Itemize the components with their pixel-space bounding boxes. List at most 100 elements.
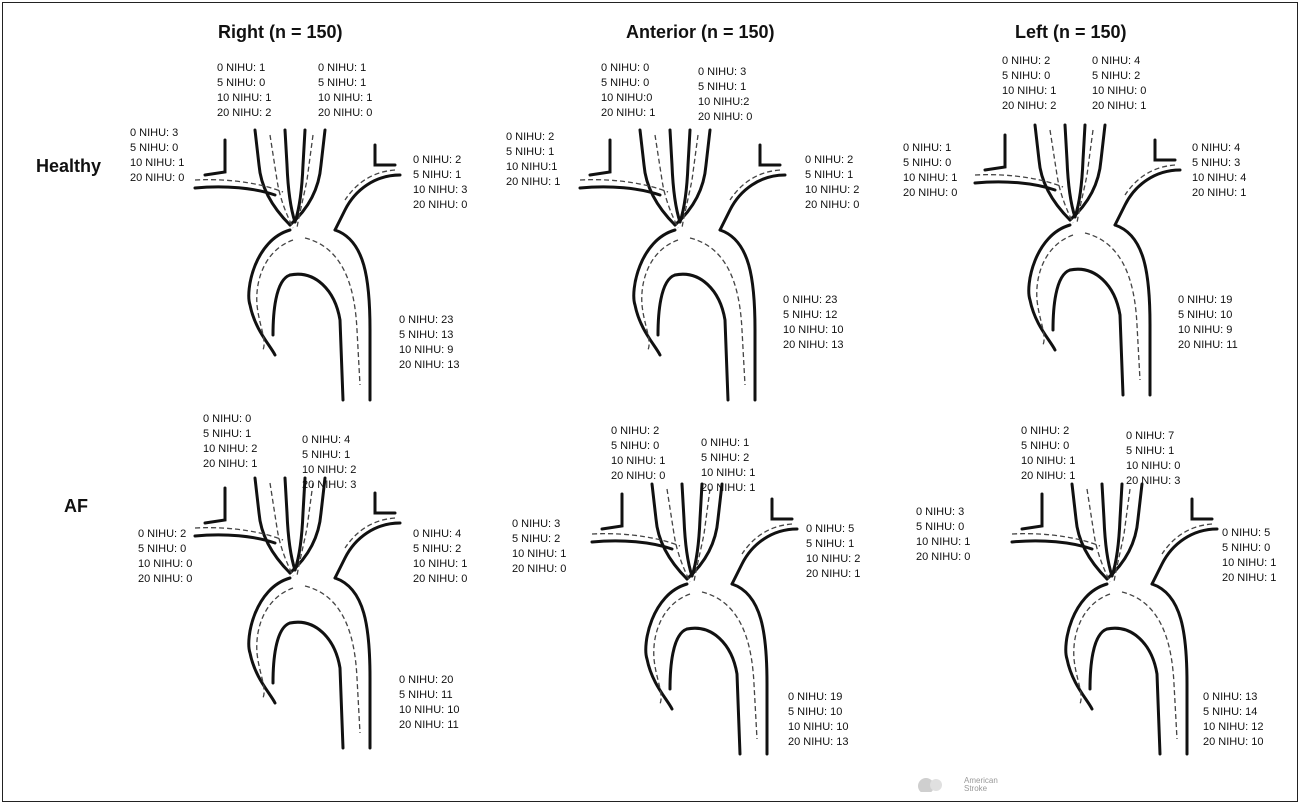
nihu-label-healthy-right-l: 0 NIHU: 35 NIHU: 010 NIHU: 120 NIHU: 0 xyxy=(130,126,184,186)
nihu-count-line: 0 NIHU: 4 xyxy=(413,527,467,542)
nihu-count-line: 10 NIHU: 2 xyxy=(805,183,859,198)
vessel-centerline xyxy=(345,170,395,200)
nihu-count-line: 0 NIHU: 2 xyxy=(138,527,192,542)
vessel-wall xyxy=(375,493,395,513)
nihu-count-line: 10 NIHU: 1 xyxy=(413,557,467,572)
nihu-count-line: 20 NIHU: 1 xyxy=(1092,99,1146,114)
vessel-wall xyxy=(1066,584,1107,709)
column-title-left: Left (n = 150) xyxy=(1015,22,1127,43)
vessel-wall xyxy=(285,478,295,570)
nihu-label-healthy-left-r: 0 NIHU: 45 NIHU: 310 NIHU: 420 NIHU: 1 xyxy=(1192,141,1246,201)
vessel-wall xyxy=(273,275,290,335)
nihu-label-af-left-d: 0 NIHU: 135 NIHU: 1410 NIHU: 1220 NIHU: … xyxy=(1203,690,1264,750)
nihu-label-af-anterior-rt: 0 NIHU: 15 NIHU: 210 NIHU: 120 NIHU: 1 xyxy=(701,436,755,496)
vessel-centerline xyxy=(257,240,293,350)
vessel-wall xyxy=(249,230,290,355)
vessel-wall xyxy=(602,494,622,529)
nihu-label-healthy-anterior-rt: 0 NIHU: 35 NIHU: 110 NIHU:220 NIHU: 0 xyxy=(698,65,752,125)
nihu-count-line: 5 NIHU: 1 xyxy=(302,448,356,463)
nihu-count-line: 5 NIHU: 1 xyxy=(806,537,860,552)
vessel-wall xyxy=(760,145,780,165)
nihu-count-line: 0 NIHU: 3 xyxy=(512,517,566,532)
vessel-wall xyxy=(985,135,1005,170)
nihu-count-line: 5 NIHU: 14 xyxy=(1203,705,1264,720)
vessel-wall xyxy=(273,623,290,683)
vessel-wall xyxy=(658,275,675,335)
vessel-wall xyxy=(1155,140,1175,160)
nihu-count-line: 10 NIHU: 1 xyxy=(1002,84,1056,99)
nihu-count-line: 20 NIHU: 0 xyxy=(318,106,372,121)
vessel-centerline xyxy=(742,524,792,554)
row-title-healthy: Healthy xyxy=(36,156,101,177)
vessel-wall xyxy=(335,523,400,578)
nihu-count-line: 0 NIHU: 23 xyxy=(399,313,460,328)
nihu-count-line: 5 NIHU: 0 xyxy=(138,542,192,557)
vessel-wall xyxy=(249,578,290,703)
nihu-count-line: 0 NIHU: 20 xyxy=(399,673,460,688)
nihu-count-line: 10 NIHU: 10 xyxy=(783,323,844,338)
nihu-count-line: 10 NIHU: 0 xyxy=(1126,459,1180,474)
nihu-count-line: 10 NIHU: 10 xyxy=(399,703,460,718)
nihu-count-line: 0 NIHU: 2 xyxy=(1002,54,1056,69)
nihu-count-line: 20 NIHU: 13 xyxy=(788,735,849,750)
nihu-count-line: 0 NIHU: 0 xyxy=(203,412,257,427)
nihu-count-line: 5 NIHU: 0 xyxy=(1002,69,1056,84)
nihu-count-line: 5 NIHU: 3 xyxy=(1192,156,1246,171)
nihu-count-line: 10 NIHU: 3 xyxy=(413,183,467,198)
nihu-count-line: 10 NIHU: 9 xyxy=(399,343,460,358)
nihu-label-af-anterior-lt: 0 NIHU: 25 NIHU: 010 NIHU: 120 NIHU: 0 xyxy=(611,424,665,484)
vessel-centerline xyxy=(690,238,745,385)
vessel-wall xyxy=(772,499,792,519)
vessel-wall xyxy=(1029,225,1070,350)
vessel-centerline xyxy=(1085,233,1140,380)
vessel-centerline xyxy=(730,170,780,200)
nihu-label-af-left-r: 0 NIHU: 55 NIHU: 010 NIHU: 120 NIHU: 1 xyxy=(1222,526,1276,586)
vessel-wall xyxy=(285,130,295,222)
nihu-count-line: 5 NIHU: 11 xyxy=(399,688,460,703)
nihu-count-line: 20 NIHU: 1 xyxy=(1222,571,1276,586)
vessel-wall xyxy=(205,488,225,523)
nihu-count-line: 20 NIHU: 13 xyxy=(783,338,844,353)
vessel-centerline xyxy=(1037,235,1073,345)
nihu-count-line: 20 NIHU: 1 xyxy=(701,481,755,496)
nihu-count-line: 5 NIHU: 1 xyxy=(1126,444,1180,459)
column-title-anterior: Anterior (n = 150) xyxy=(626,22,775,43)
vessel-wall xyxy=(290,274,343,400)
nihu-count-line: 10 NIHU:0 xyxy=(601,91,655,106)
nihu-count-line: 5 NIHU: 1 xyxy=(805,168,859,183)
nihu-count-line: 20 NIHU: 3 xyxy=(1126,474,1180,489)
nihu-count-line: 20 NIHU: 0 xyxy=(512,562,566,577)
nihu-count-line: 0 NIHU: 2 xyxy=(413,153,467,168)
nihu-count-line: 0 NIHU: 1 xyxy=(217,61,271,76)
nihu-count-line: 5 NIHU: 1 xyxy=(318,76,372,91)
nihu-count-line: 10 NIHU: 1 xyxy=(318,91,372,106)
nihu-label-af-anterior-r: 0 NIHU: 55 NIHU: 110 NIHU: 220 NIHU: 1 xyxy=(806,522,860,582)
nihu-count-line: 5 NIHU: 2 xyxy=(413,542,467,557)
nihu-count-line: 20 NIHU: 1 xyxy=(806,567,860,582)
vessel-centerline xyxy=(1162,524,1212,554)
vessel-centerline xyxy=(257,588,293,698)
nihu-count-line: 0 NIHU: 1 xyxy=(903,141,957,156)
nihu-count-line: 20 NIHU: 2 xyxy=(1002,99,1056,114)
nihu-count-line: 10 NIHU: 0 xyxy=(138,557,192,572)
nihu-count-line: 10 NIHU: 2 xyxy=(203,442,257,457)
nihu-count-line: 5 NIHU: 12 xyxy=(783,308,844,323)
nihu-label-healthy-left-lt: 0 NIHU: 25 NIHU: 010 NIHU: 120 NIHU: 2 xyxy=(1002,54,1056,114)
column-title-right: Right (n = 150) xyxy=(218,22,343,43)
nihu-label-af-right-rt: 0 NIHU: 45 NIHU: 110 NIHU: 220 NIHU: 3 xyxy=(302,433,356,493)
nihu-count-line: 20 NIHU: 1 xyxy=(1192,186,1246,201)
nihu-count-line: 5 NIHU: 13 xyxy=(399,328,460,343)
nihu-count-line: 20 NIHU: 0 xyxy=(903,186,957,201)
nihu-count-line: 0 NIHU: 4 xyxy=(302,433,356,448)
nihu-count-line: 20 NIHU: 1 xyxy=(203,457,257,472)
vessel-centerline xyxy=(345,518,395,548)
nihu-label-af-right-l: 0 NIHU: 25 NIHU: 010 NIHU: 020 NIHU: 0 xyxy=(138,527,192,587)
nihu-count-line: 5 NIHU: 2 xyxy=(512,532,566,547)
vessel-centerline xyxy=(305,586,360,733)
nihu-label-healthy-anterior-r: 0 NIHU: 25 NIHU: 110 NIHU: 220 NIHU: 0 xyxy=(805,153,859,213)
nihu-count-line: 10 NIHU: 1 xyxy=(916,535,970,550)
nihu-count-line: 20 NIHU: 3 xyxy=(302,478,356,493)
